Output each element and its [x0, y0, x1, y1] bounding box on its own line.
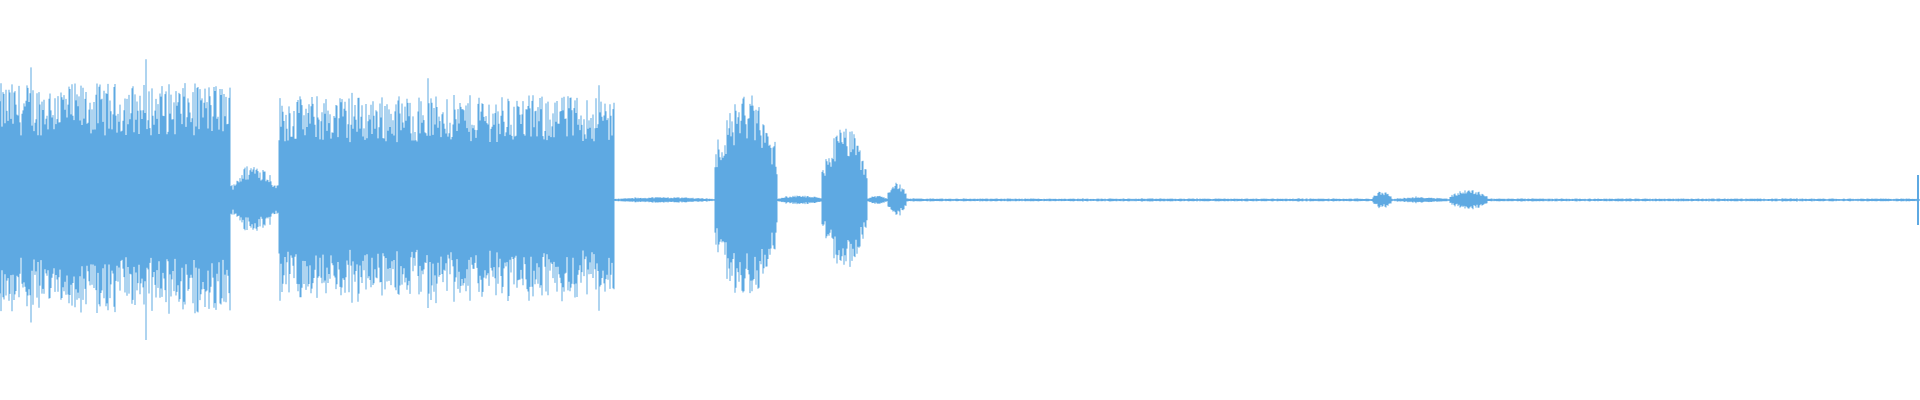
- waveform-path: [0, 59, 1920, 340]
- waveform-samples: [0, 59, 1920, 340]
